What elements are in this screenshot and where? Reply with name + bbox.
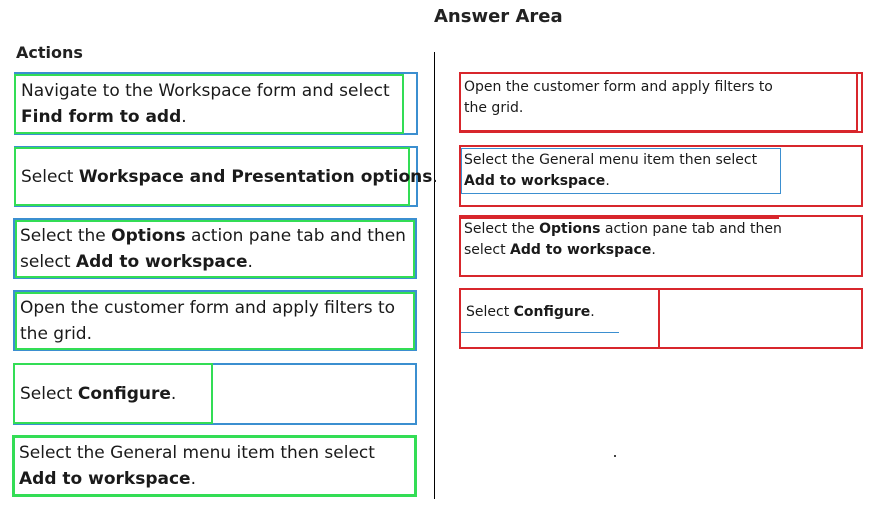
action-item-text: Select Workspace and Presentation option…	[21, 166, 438, 187]
answer-slot-3[interactable]: Select the Options action pane tab and t…	[459, 215, 863, 277]
action-item-customer-form[interactable]: Open the customer form and apply filters…	[13, 290, 417, 351]
answer-area-title: Answer Area	[434, 6, 563, 27]
answer-slot-4[interactable]: Select Configure.	[459, 288, 863, 349]
action-item-general-menu[interactable]: Select the General menu item then select…	[12, 435, 417, 497]
action-item-options-tab[interactable]: Select the Options action pane tab and t…	[13, 218, 417, 279]
action-item-workspace-presentation[interactable]: Select Workspace and Presentation option…	[14, 146, 438, 207]
action-item-text: Navigate to the Workspace form and selec…	[21, 80, 390, 127]
action-item-text: Select the General menu item then select…	[19, 443, 375, 489]
action-item-text: Select the Options action pane tab and t…	[20, 225, 406, 272]
answer-slot-text: Open the customer form and apply filters…	[464, 79, 773, 116]
answer-slot-2[interactable]: Select the General menu item then select…	[459, 145, 863, 207]
action-item-configure[interactable]: Select Configure.	[13, 363, 417, 425]
answer-slot-text: Select the Options action pane tab and t…	[464, 221, 782, 258]
action-item-navigate-workspace[interactable]: Navigate to the Workspace form and selec…	[14, 72, 418, 135]
answer-slot-text: Select Configure.	[466, 304, 595, 320]
column-divider	[434, 52, 435, 499]
answer-slot-text: Select the General menu item then select…	[464, 152, 758, 189]
stray-dot	[614, 455, 616, 457]
answer-slot-1[interactable]: Open the customer form and apply filters…	[459, 72, 863, 133]
actions-title: Actions	[16, 43, 83, 62]
action-item-text: Open the customer form and apply filters…	[20, 297, 396, 344]
action-item-text: Select Configure.	[20, 384, 177, 404]
